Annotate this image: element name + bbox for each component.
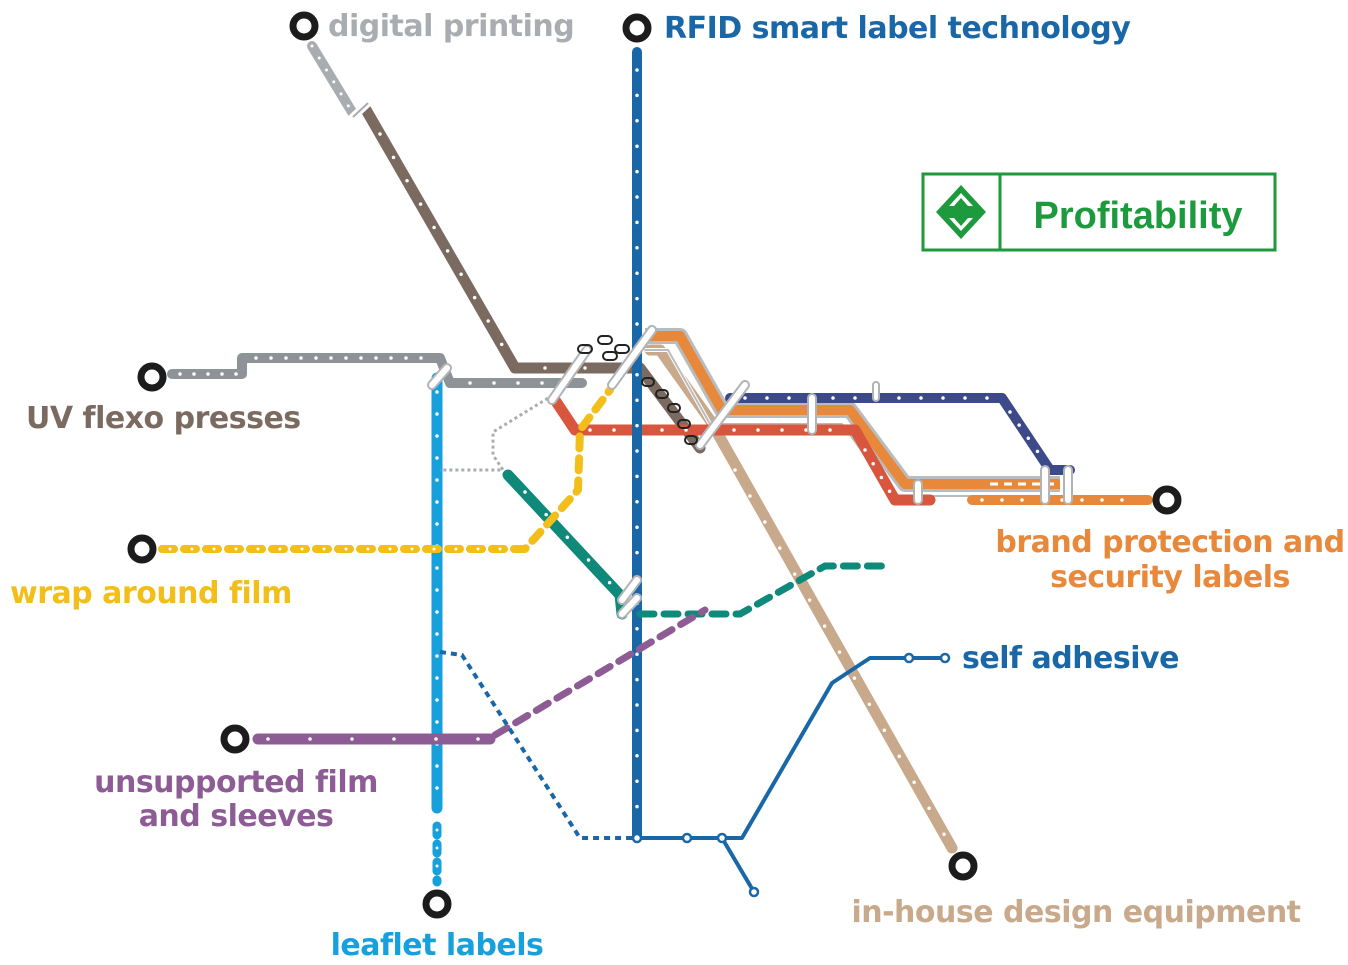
- label-wrap-around: wrap around film: [10, 576, 292, 611]
- terminus-stations: [127, 11, 1182, 919]
- black-dash-cluster: [577, 335, 698, 445]
- profitability-badge: Profitability: [921, 172, 1277, 252]
- line-navy: [725, 393, 1075, 475]
- line-uv-flexo-grey: [167, 353, 587, 388]
- line-self-adhesive: [631, 652, 951, 898]
- badge-text: Profitability: [1033, 195, 1242, 237]
- line-teal: [502, 469, 892, 620]
- terminus-wrap-around: [127, 534, 157, 564]
- label-brand-line2: security labels: [1050, 560, 1290, 595]
- diamond-arrows-icon: [936, 185, 986, 239]
- line-digital-printing: [307, 41, 357, 117]
- label-self-adhesive: self adhesive: [962, 641, 1179, 676]
- terminus-inhouse: [948, 851, 978, 881]
- label-brand-line1: brand protection and: [995, 525, 1344, 560]
- terminus-rfid: [622, 13, 652, 43]
- label-rfid: RFID smart label technology: [664, 11, 1131, 46]
- label-leaflet: leaflet labels: [331, 928, 544, 963]
- label-inhouse: in-house design equipment: [851, 895, 1300, 930]
- label-uv-flexo: UV flexo presses: [26, 401, 301, 436]
- label-unsupported-line1: unsupported film: [94, 765, 378, 800]
- label-digital-printing: digital printing: [328, 9, 574, 44]
- terminus-leaflet: [422, 889, 452, 919]
- line-wrap-around: [158, 386, 614, 553]
- line-unsupported: [252, 606, 709, 745]
- terminus-brand-protection: [1152, 485, 1182, 515]
- line-red: [549, 394, 936, 506]
- line-blue-dotted: [439, 650, 637, 840]
- label-unsupported-line2: and sleeves: [139, 799, 334, 834]
- terminus-digital-printing: [289, 11, 319, 41]
- line-uv-flexo-brown: [349, 99, 706, 454]
- line-grey-dotted: [440, 390, 559, 472]
- interchange-markers: [427, 325, 1073, 619]
- terminus-uv-flexo: [137, 362, 167, 392]
- terminus-unsupported: [220, 724, 250, 754]
- line-brand-protection: [645, 328, 1153, 505]
